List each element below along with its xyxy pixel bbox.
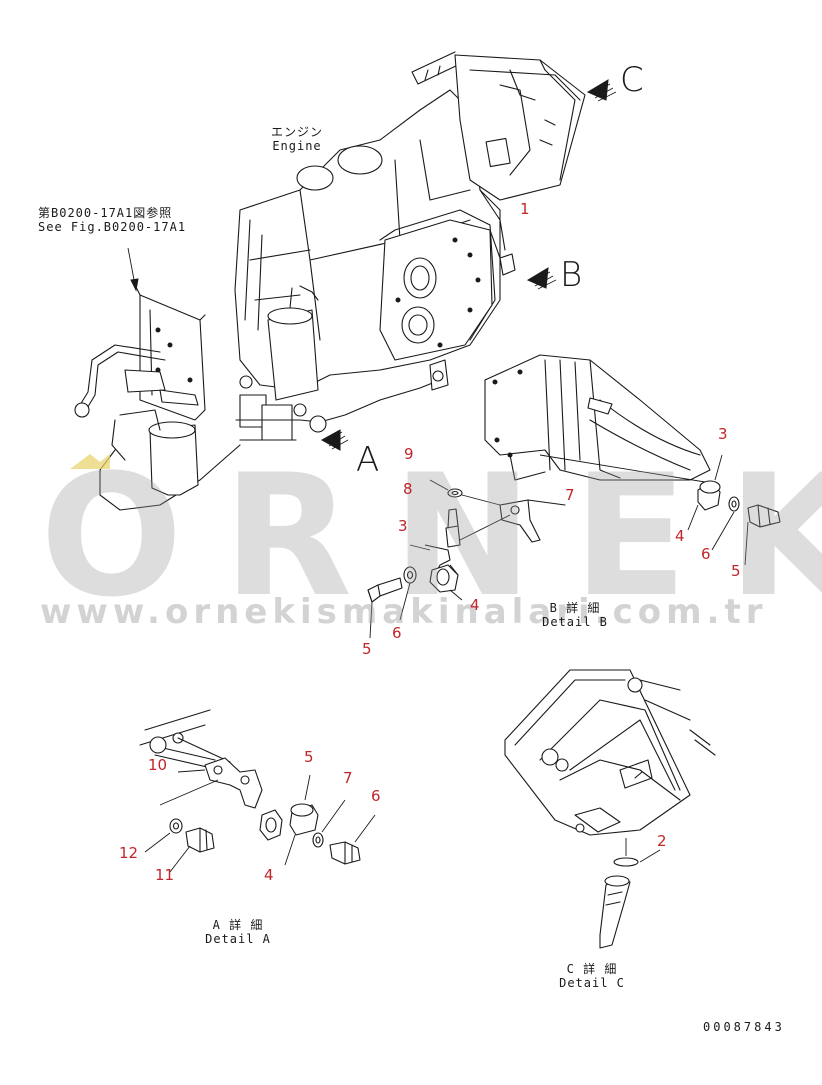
watermark-brand: ORNEK: [40, 438, 822, 634]
document-number: 00087843: [703, 1020, 785, 1034]
engine-label-en: Engine: [272, 139, 322, 153]
view-arrows: [320, 79, 617, 451]
detail-a-caption-en: Detail A: [205, 932, 271, 946]
detail-c-view: [504, 669, 716, 949]
see-figure-label-jp: 第B0200-17A1図参照: [38, 206, 173, 220]
callout-b-3-right: 3: [718, 425, 728, 443]
callout-b-4: 4: [470, 596, 480, 614]
view-arrow-a-label: A: [356, 440, 380, 480]
engine-assembly: [99, 51, 586, 511]
view-arrow-b-label: B: [560, 255, 583, 295]
callout-a-12: 12: [119, 844, 139, 862]
watermark-accent-mark: [70, 454, 110, 469]
callout-main-1: 1: [520, 200, 530, 218]
detail-b-caption-jp: B 詳 細: [549, 601, 601, 615]
callout-b-5-right: 5: [731, 562, 741, 580]
callout-a-4: 4: [264, 866, 274, 884]
callout-a-7: 7: [343, 769, 353, 787]
see-figure-label: 第B0200-17A1図参照 See Fig.B0200-17A1: [38, 206, 186, 234]
callout-b-7: 7: [565, 486, 575, 504]
callout-b-5: 5: [362, 640, 372, 658]
detail-a-caption-jp: A 詳 細: [212, 918, 264, 932]
view-arrow-c-label: C: [620, 60, 644, 100]
detail-b-caption: B 詳 細 Detail B: [535, 601, 615, 629]
detail-c-caption-en: Detail C: [559, 976, 625, 990]
callout-b-9: 9: [404, 445, 414, 463]
detail-b-view: [367, 354, 781, 639]
detail-c-caption-jp: C 詳 細: [566, 962, 618, 976]
engine-label: エンジン Engine: [262, 125, 332, 153]
see-figure-label-en: See Fig.B0200-17A1: [38, 220, 187, 234]
detail-b-caption-en: Detail B: [542, 615, 608, 629]
watermark-url: www.ornekismakinalari.com.tr: [40, 592, 768, 632]
fuel-filter-assembly: [74, 247, 206, 496]
callout-b-6-right: 6: [701, 545, 711, 563]
engine-label-jp: エンジン: [270, 125, 323, 139]
callout-a-5: 5: [304, 748, 314, 766]
callout-a-11: 11: [155, 866, 175, 884]
callout-c-2: 2: [657, 832, 667, 850]
detail-a-view: [139, 709, 376, 873]
callout-b-6: 6: [392, 624, 402, 642]
callout-b-4-right: 4: [675, 527, 685, 545]
callout-b-3: 3: [398, 517, 408, 535]
callout-a-10: 10: [148, 756, 168, 774]
detail-a-caption: A 詳 細 Detail A: [198, 918, 278, 946]
callout-b-8: 8: [403, 480, 413, 498]
callout-a-6: 6: [371, 787, 381, 805]
detail-c-caption: C 詳 細 Detail C: [552, 962, 632, 990]
